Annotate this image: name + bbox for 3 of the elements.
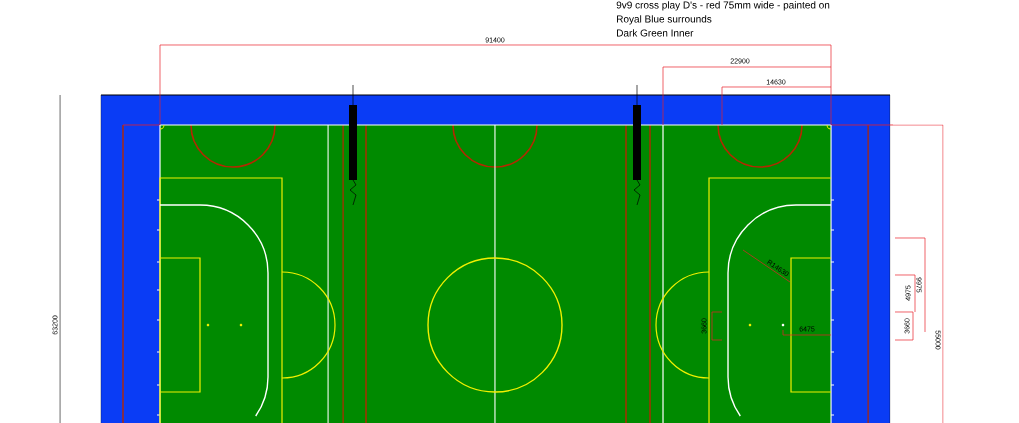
note: Royal Blue surrounds <box>617 15 712 25</box>
note: 9v9 cross play D's - red 75mm wide - painted on <box>616 1 830 11</box>
note: Dark Green Inner <box>617 29 694 37</box>
